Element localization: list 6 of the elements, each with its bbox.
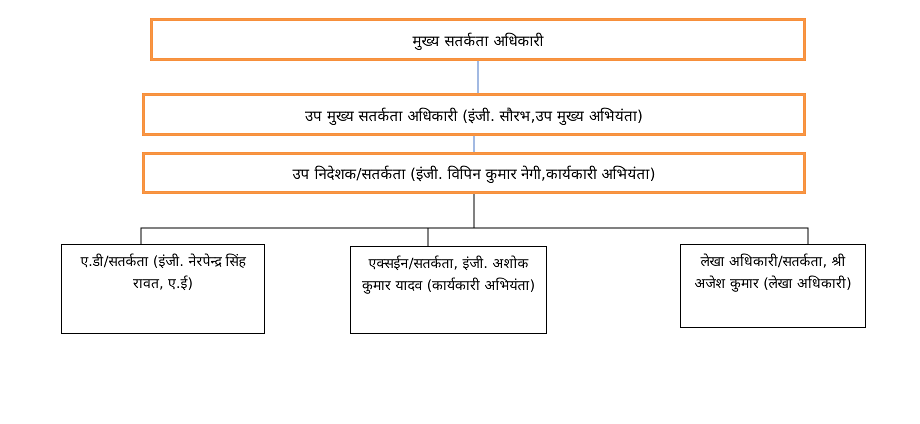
officer-box: ए.डी/सतर्कता (इंजी. नेरपेन्द्र सिंह रावत, ए.ई)	[61, 244, 265, 334]
officer-box: लेखा अधिकारी/सतर्कता, श्री अजेश कुमार (लेखा अधिकारी)	[680, 244, 866, 328]
officer-box: उप निदेशक/सतर्कता (इंजी. विपिन कुमार नेगी,कार्यकारी अभियंता)	[142, 152, 806, 194]
officer-box: उप मुख्य सतर्कता अधिकारी (इंजी. सौरभ,उप मुख्य अभियंता)	[142, 93, 806, 136]
officer-box: मुख्य सतर्कता अधिकारी	[150, 18, 806, 61]
officer-box: एक्सईन/सतर्कता, इंजी. अशोक कुमार यादव (कार्यकारी अभियंता)	[350, 246, 547, 334]
